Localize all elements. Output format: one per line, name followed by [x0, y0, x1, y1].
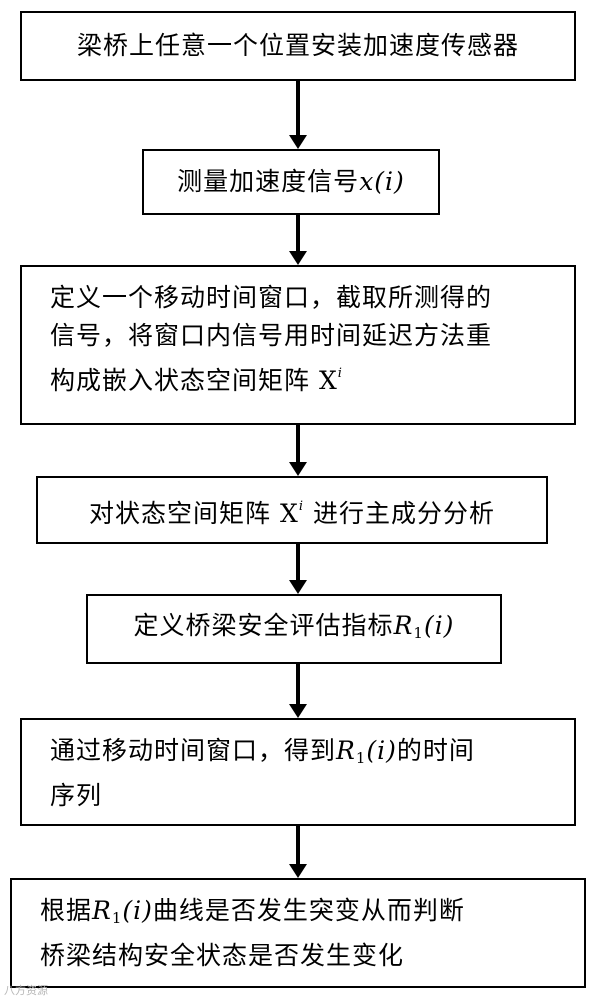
matrix-superscript-i-2: i	[298, 498, 304, 514]
step-3-line-1: 定义一个移动时间窗口，截取所测得的	[50, 283, 493, 312]
r1-paren: (i)	[423, 610, 455, 640]
step-6-time-series: 通过移动时间窗口，得到R1(i)的时间 序列	[20, 718, 576, 826]
step-3-line-3: 构成嵌入状态空间矩阵 Xi	[50, 355, 558, 400]
step-5-text: 定义桥梁安全评估指标	[133, 610, 394, 640]
watermark: 八方资源	[4, 984, 48, 997]
matrix-x-symbol-2: X	[280, 498, 299, 528]
step-7-line-1: 根据R1(i)曲线是否发生突变从而判断	[40, 892, 568, 937]
matrix-superscript-i: i	[337, 366, 343, 381]
step-7-text-before: 根据	[40, 896, 93, 925]
r1-subscript: 1	[413, 623, 424, 642]
step-5-define-index: 定义桥梁安全评估指标R1(i)	[86, 594, 502, 664]
step-7-text-after: 曲线是否发生突变从而判断	[152, 896, 465, 925]
arrow-down-5	[289, 664, 307, 718]
arrow-down-2	[289, 215, 307, 265]
index-i-paren: (i)	[374, 167, 405, 196]
arrow-down-6	[289, 826, 307, 878]
matrix-x-symbol: X	[318, 366, 338, 395]
step-3-line-2: 信号，将窗口内信号用时间延迟方法重	[50, 321, 493, 350]
step-4-pca: 对状态空间矩阵 Xi 进行主成分分析	[36, 476, 548, 544]
r1-subscript-3: 1	[111, 909, 123, 927]
step-7-judge-safety: 根据R1(i)曲线是否发生突变从而判断 桥梁结构安全状态是否发生变化	[10, 878, 586, 988]
step-6-line-1: 通过移动时间窗口，得到R1(i)的时间	[50, 732, 558, 777]
arrow-down-1	[289, 81, 307, 149]
step-4-line: 对状态空间矩阵 Xi 进行主成分分析	[89, 488, 495, 533]
r1-symbol-2: R	[336, 736, 356, 765]
step-5-line: 定义桥梁安全评估指标R1(i)	[134, 607, 455, 652]
step-6-text-before: 通过移动时间窗口，得到	[50, 736, 337, 765]
arrow-down-3	[289, 425, 307, 476]
step-4-text: 对状态空间矩阵	[89, 498, 272, 528]
r1-symbol-3: R	[92, 896, 112, 925]
r1-paren-3: (i)	[122, 896, 153, 925]
step-2-text: 测量加速度信号	[177, 167, 360, 196]
step-4-text-after: 进行主成分分析	[312, 498, 495, 528]
signal-x-symbol: x	[359, 167, 375, 196]
step-6-text-after: 的时间	[396, 736, 475, 765]
r1-symbol: R	[393, 610, 414, 640]
arrow-down-4	[289, 544, 307, 594]
step-1-text: 梁桥上任意一个位置安装加速度传感器	[76, 31, 519, 60]
step-1-install-sensor: 梁桥上任意一个位置安装加速度传感器	[20, 11, 576, 81]
step-6-line-2: 序列	[50, 781, 103, 810]
step-7-line-2: 桥梁结构安全状态是否发生变化	[40, 941, 405, 970]
step-3-line-3-text: 构成嵌入状态空间矩阵	[50, 366, 311, 395]
step-2-measure-signal: 测量加速度信号x(i)	[142, 149, 440, 215]
step-2-line: 测量加速度信号x(i)	[177, 163, 405, 201]
r1-subscript-2: 1	[355, 749, 367, 767]
step-3-define-window: 定义一个移动时间窗口，截取所测得的 信号，将窗口内信号用时间延迟方法重 构成嵌入…	[20, 265, 576, 425]
r1-paren-2: (i)	[366, 736, 397, 765]
